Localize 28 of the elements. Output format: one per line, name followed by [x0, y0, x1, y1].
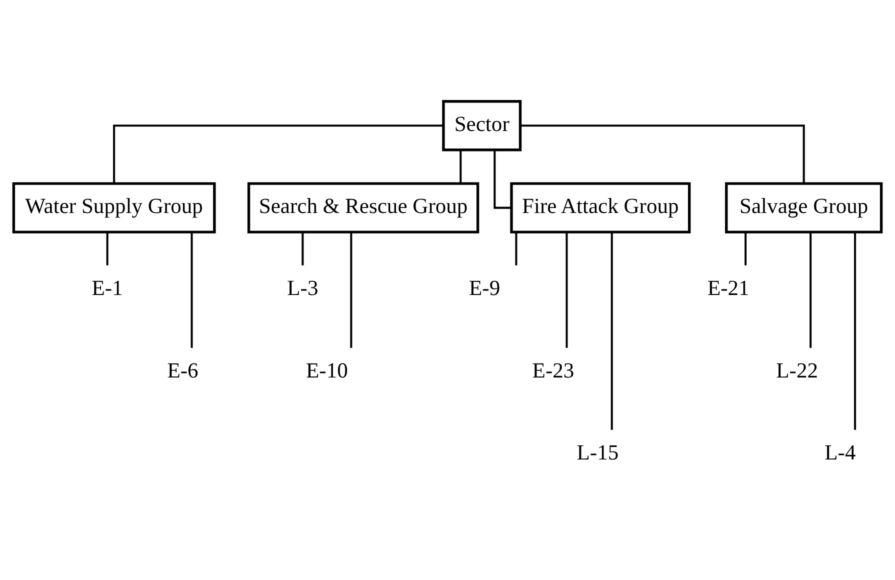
node-box: Salvage Group	[725, 182, 883, 234]
connector	[190, 232, 193, 348]
connector	[854, 232, 856, 430]
node-text: L-15	[576, 440, 619, 464]
node-box: Sector	[442, 100, 522, 152]
node-text: L-4	[824, 440, 856, 464]
connector	[302, 232, 304, 266]
connector	[113, 124, 444, 184]
connector	[460, 150, 462, 184]
node-text: L-22	[776, 358, 818, 382]
connector	[744, 232, 747, 266]
node-text: E-10	[306, 358, 348, 382]
node-text: E-23	[532, 358, 574, 382]
node-text: E-6	[167, 358, 198, 382]
connector	[106, 232, 108, 266]
connector	[515, 232, 518, 266]
node-text: E-21	[707, 276, 750, 300]
node-box: Search & Rescue Group	[247, 182, 480, 234]
node-box: Fire Attack Group	[510, 182, 691, 234]
node-box: Water Supply Group	[12, 182, 216, 234]
node-text: E-1	[92, 276, 123, 300]
connector	[810, 232, 812, 348]
connector	[350, 232, 352, 348]
connector	[520, 124, 805, 184]
node-text: E-9	[468, 276, 500, 300]
connector	[566, 232, 568, 348]
node-text: L-3	[287, 276, 318, 300]
connector	[610, 232, 613, 430]
